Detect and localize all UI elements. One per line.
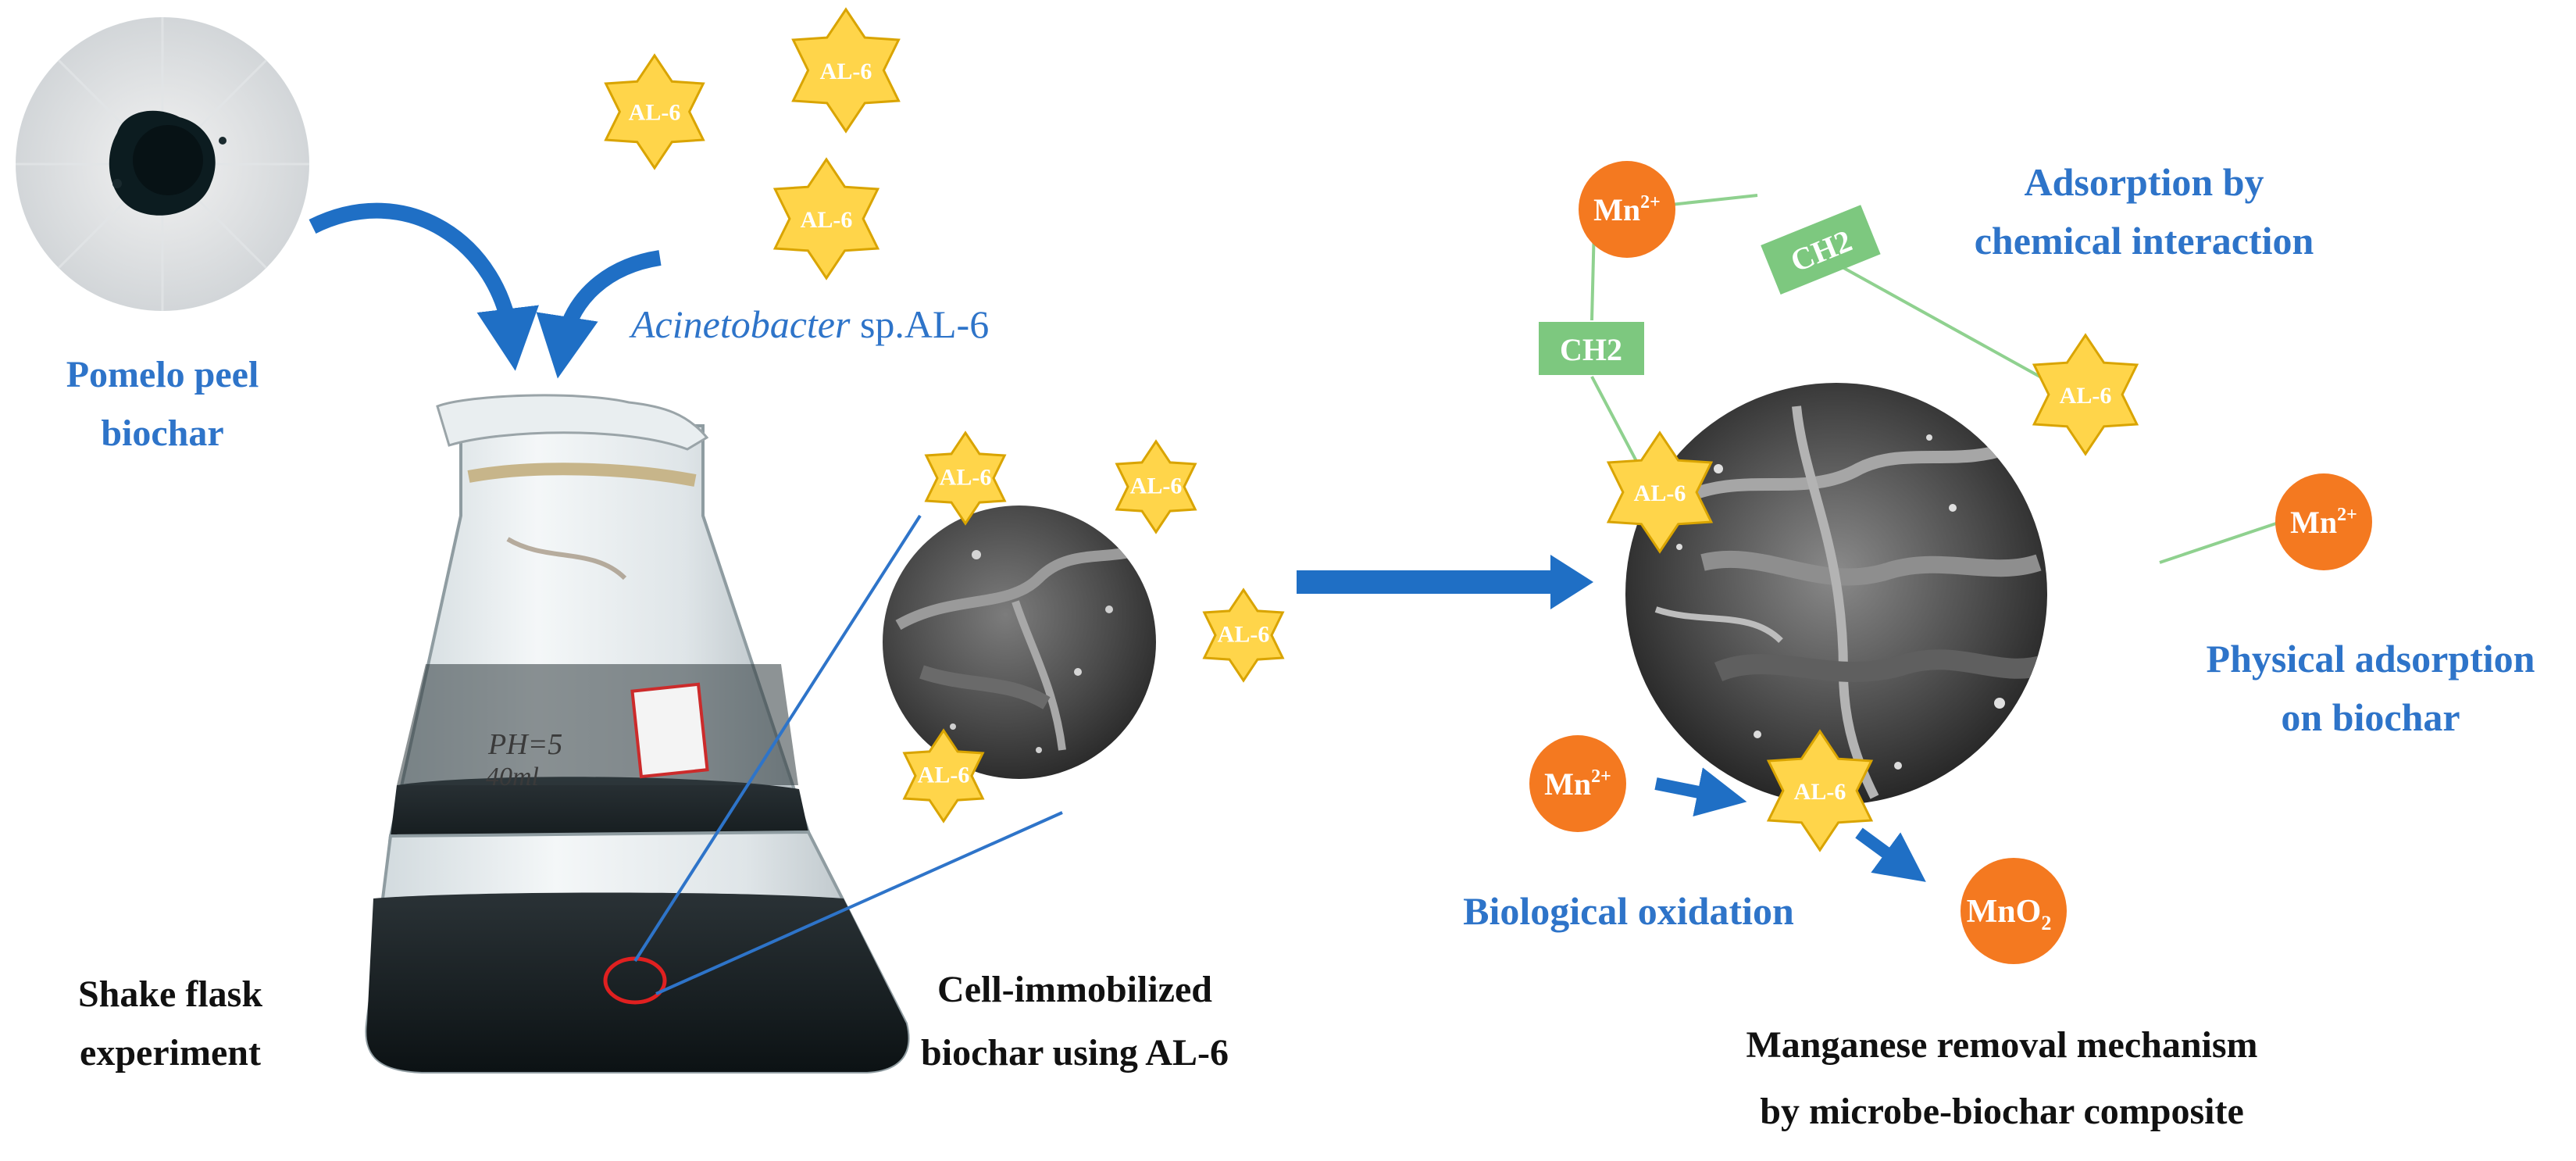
star-shape [1766, 729, 1874, 852]
star-shape [2032, 333, 2139, 456]
sem-image-immobilized [883, 505, 1156, 779]
star-shape [772, 157, 880, 280]
al6-star-small-1: AL-6 [924, 430, 1007, 526]
star-label: AL-6 [1794, 779, 1846, 805]
bacteria-strain: sp.AL-6 [850, 302, 989, 346]
al6-star-small-2: AL-6 [1115, 439, 1197, 534]
svg-text:MnO2: MnO2 [1967, 894, 2052, 934]
al6-star-free-2: AL-6 [791, 7, 901, 134]
immobilized-caption-line1: Cell-immobilized [937, 969, 1212, 1010]
al6-star-free-3: AL-6 [772, 157, 880, 280]
svg-text:Mn2+: Mn2+ [2290, 505, 2357, 540]
mechanism-caption-line2: by microbe-biochar composite [1760, 1091, 2244, 1132]
zoom-line-top [633, 514, 922, 963]
bacteria-genus: Acinetobacter [629, 302, 851, 346]
star-label: AL-6 [1218, 621, 1270, 647]
immobilized-caption-line2: biochar using AL-6 [921, 1032, 1229, 1073]
chemical-adsorption-line1: Adsorption by [2024, 160, 2264, 204]
star-label: AL-6 [940, 464, 992, 490]
ch2-box-left: CH2 [1539, 322, 1644, 375]
al6-star-big-2: AL-6 [2032, 333, 2139, 456]
mn-ion-bottom: Mn2+ [1529, 735, 1626, 832]
star-shape [924, 430, 1007, 526]
star-shape [1606, 430, 1714, 554]
al6-star-big-3: AL-6 [1766, 729, 1874, 852]
star-label: AL-6 [1634, 480, 1686, 506]
mn-ion-right: Mn2+ [2275, 473, 2372, 570]
al6-star-small-3: AL-6 [1202, 588, 1285, 683]
physical-adsorption-line2: on biochar [2281, 695, 2460, 739]
sem-image-composite [1625, 383, 2047, 805]
star-label: AL-6 [1130, 473, 1183, 498]
flask-handwriting-1: PH=5 [487, 728, 562, 761]
bacteria-to-mno2-arrow [1855, 827, 1926, 882]
mn-ion-top: Mn2+ [1579, 161, 1675, 258]
star-shape [791, 7, 901, 134]
process-arrow [1297, 555, 1593, 609]
star-shape [1202, 588, 1285, 683]
bacteria-label: Acinetobacter sp.AL-6 [629, 302, 989, 346]
star-label: AL-6 [801, 207, 853, 233]
biochar-label-line2: biochar [101, 413, 223, 454]
flask-caption-line2: experiment [80, 1032, 261, 1073]
biochar-photo [16, 17, 309, 311]
mn-to-bacteria-arrow [1654, 767, 1747, 817]
star-label: AL-6 [629, 100, 681, 126]
zoom-line-bottom [655, 811, 1063, 995]
biochar-to-flask-arrow [309, 202, 539, 371]
biological-oxidation-label: Biological oxidation [1463, 889, 1794, 933]
star-shape [1115, 439, 1197, 534]
al6-star-big-1: AL-6 [1606, 430, 1714, 554]
physical-adsorption-line1: Physical adsorption [2207, 637, 2535, 681]
flask-label-sticker [630, 682, 709, 779]
ch2-box-right: CH2 [1761, 205, 1881, 295]
svg-text:Mn2+: Mn2+ [1593, 192, 1661, 227]
star-label: AL-6 [918, 762, 970, 788]
chemical-adsorption-line2: chemical interaction [1975, 219, 2314, 263]
mechanism-caption-line1: Manganese removal mechanism [1746, 1024, 2257, 1066]
biochar-label-line1: Pomelo peel [66, 354, 259, 395]
flask-handwriting-2: 40ml [486, 763, 539, 791]
star-label: AL-6 [2060, 383, 2112, 409]
mno2-product: MnO2 [1961, 858, 2067, 964]
flask-caption-line1: Shake flask [78, 973, 262, 1015]
bacteria-to-flask-arrow [536, 250, 662, 379]
svg-text:Mn2+: Mn2+ [1544, 766, 1611, 802]
flask-body-lower [365, 830, 910, 1073]
svg-text:CH2: CH2 [1560, 332, 1622, 367]
star-shape [902, 728, 985, 823]
al6-star-small-4: AL-6 [902, 728, 985, 823]
al6-star-free-1: AL-6 [604, 53, 705, 170]
star-shape [604, 53, 705, 170]
star-label: AL-6 [820, 59, 872, 84]
